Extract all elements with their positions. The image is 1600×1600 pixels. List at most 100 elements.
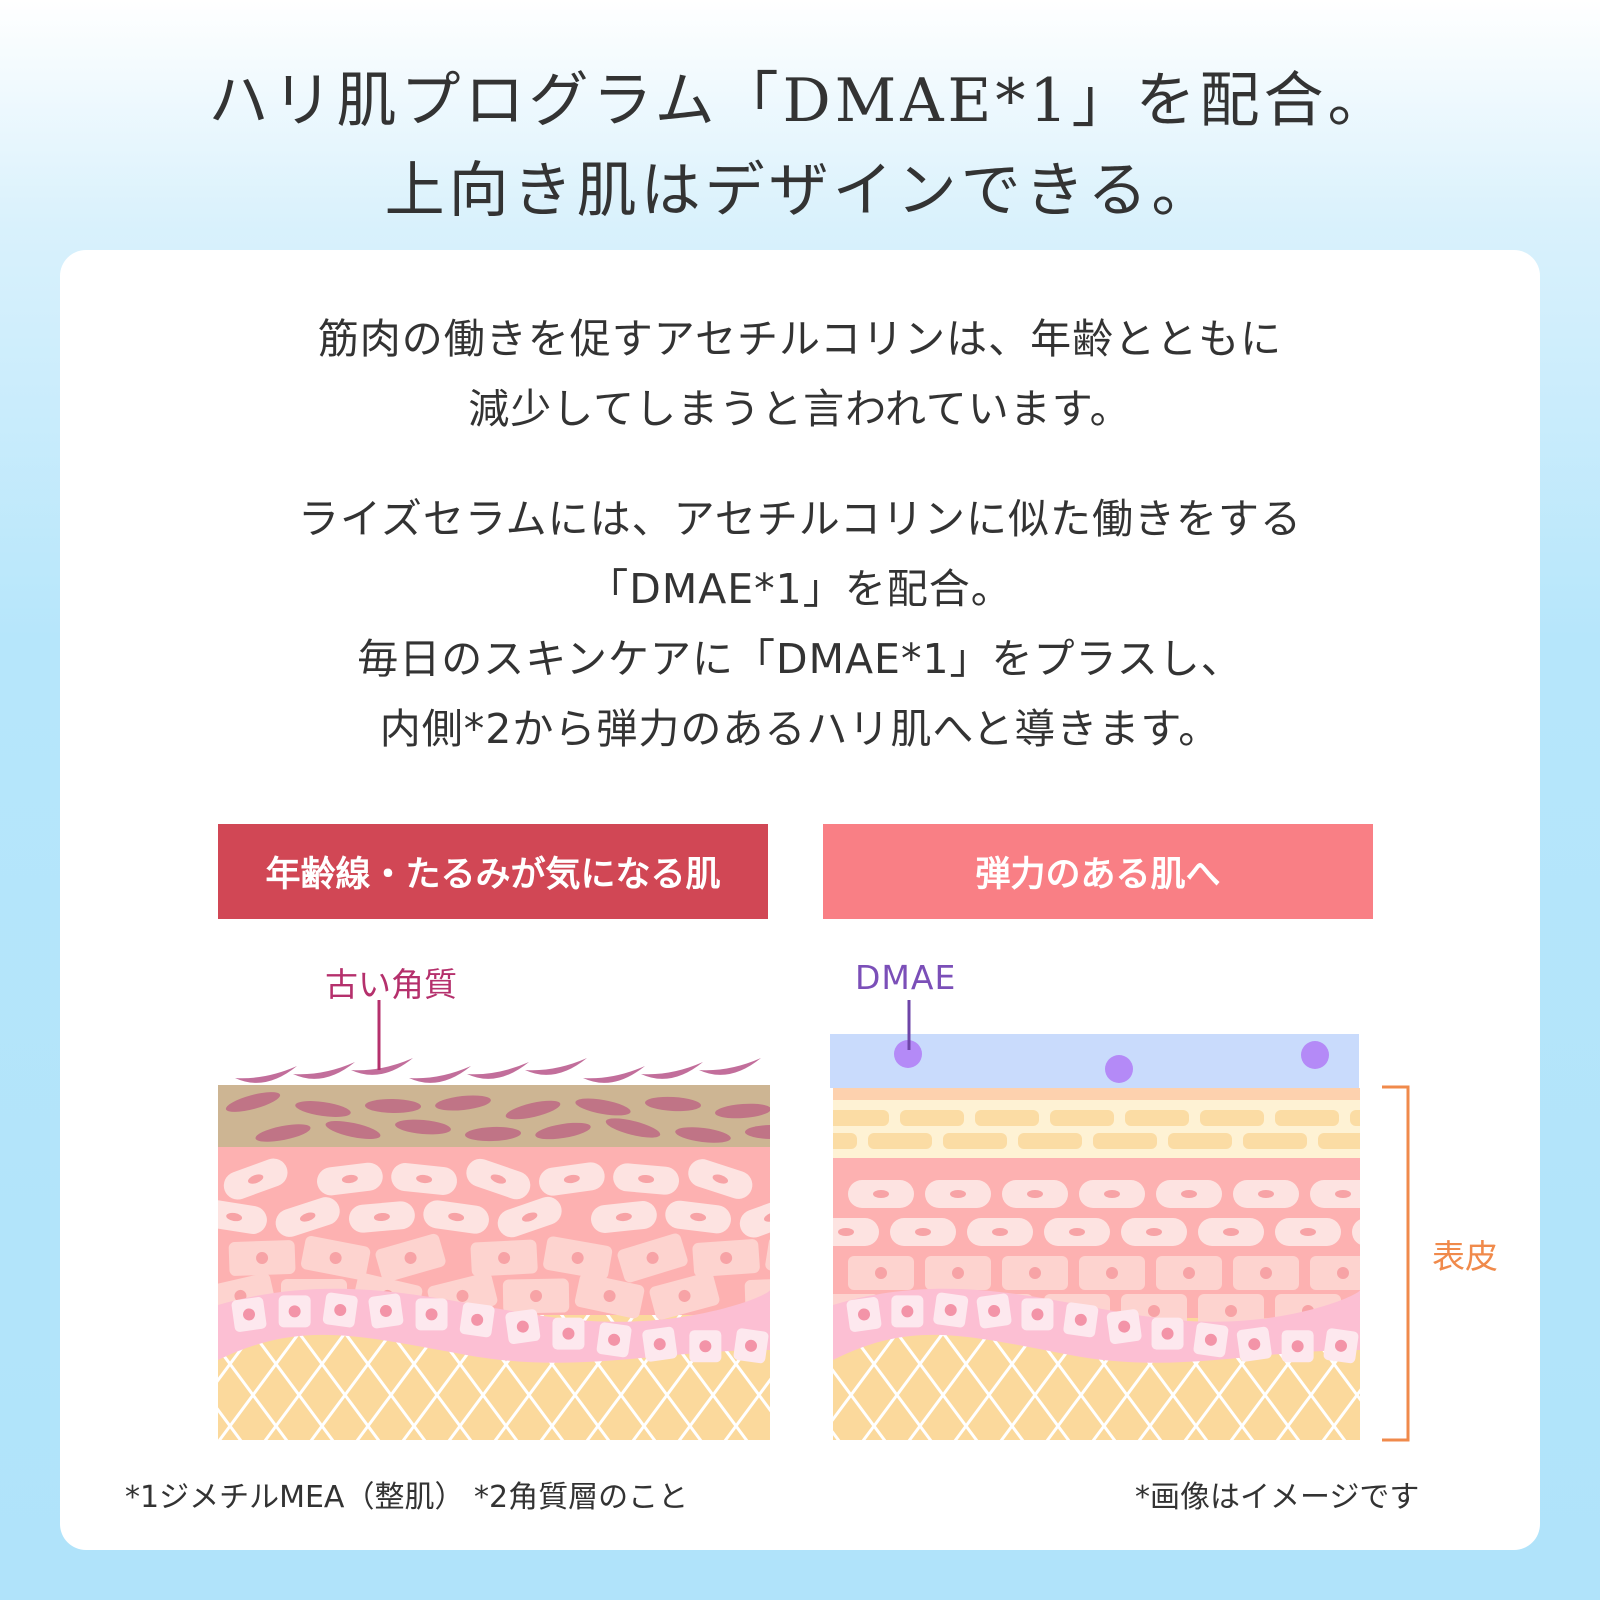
basal-cell-nucleus [901,1305,914,1318]
cell-nucleus [1148,1305,1160,1317]
keratin-flake [395,1119,451,1135]
skin-cell [391,1163,458,1195]
basal-cell-nucleus [1335,1339,1347,1352]
cell-nucleus [875,1267,887,1279]
basal-cell [933,1292,969,1328]
basal-cell [505,1309,541,1345]
basal-cell-nucleus [425,1308,438,1321]
skin-cell [848,1256,914,1290]
epidermis-bracket [1382,1085,1410,1442]
basal-cell [689,1330,722,1363]
granular-cell [900,1110,964,1126]
basal-cell [1106,1309,1142,1345]
basal-cell [976,1293,1012,1329]
granular-layer [833,1100,1360,1158]
basal-cell [322,1292,358,1328]
cell-nucleus [498,1251,511,1264]
cell-nucleus [1414,1267,1426,1279]
skin-cell [1121,1218,1187,1246]
body-text: 筋肉の働きを促すアセチルコリンは、年齢とともに [317,315,1283,363]
granular-top [833,1088,1360,1100]
skin-cell [1156,1180,1222,1208]
basal-cell-nucleus [516,1320,529,1333]
basal-cell-nucleus [334,1304,347,1317]
basal-cell [891,1295,924,1328]
basal-cell-nucleus [745,1339,757,1352]
cell-nucleus [712,1174,729,1184]
basal-cell-nucleus [562,1327,575,1340]
cell-nucleus [950,1190,966,1198]
basal-cell-nucleus [988,1304,1001,1317]
basal-cell [368,1293,404,1329]
skin-cell [613,1163,680,1195]
cell-nucleus [329,1251,342,1264]
cell-nucleus [571,1251,584,1264]
cell-nucleus [603,1289,616,1302]
granular-cell [1125,1110,1189,1126]
granular-cell [1093,1133,1157,1149]
skin-cell [967,1218,1033,1246]
cell-nucleus [838,1228,854,1236]
cell-nucleus [373,1212,390,1222]
cell-nucleus [226,1212,243,1222]
cell-nucleus [530,1289,543,1302]
cell-nucleus [720,1251,733,1264]
skin-cell [1275,1218,1341,1246]
aging-skin [218,1085,807,1440]
cell-nucleus [638,1174,655,1184]
keratin-flake [535,1122,591,1140]
granular-cell [1200,1110,1264,1126]
skin-cell [1233,1256,1299,1290]
body-text: 毎日のスキンケアに「DMAE*1」をプラスし、 [357,635,1243,683]
skin-cell [739,1196,770,1238]
cell-nucleus [793,1251,807,1265]
cell-nucleus [1146,1228,1162,1236]
basal-cell [1281,1330,1314,1363]
cell-nucleus [248,1174,264,1184]
cell-nucleus [256,1251,269,1264]
keratin-flake [575,1098,631,1116]
skin-cell [1310,1180,1360,1208]
basal-cell-nucleus [858,1308,870,1321]
old-keratin-scale [293,1062,355,1079]
basal-cell [231,1297,267,1332]
old-keratin-scale [351,1058,413,1075]
keratin-flake [225,1092,281,1112]
cell-nucleus [1225,1305,1237,1317]
skin-cell [466,1158,531,1200]
skin-cell [1002,1180,1068,1208]
keratin-flake [465,1126,521,1142]
basal-cell-nucleus [1161,1327,1174,1340]
keratin-flake [645,1096,701,1112]
body-text: 減少してしまうと言われています。 [468,385,1132,433]
epidermis-label: 表皮 [1432,1237,1498,1276]
basal-cell-nucleus [288,1305,301,1318]
skin-cell [1079,1256,1145,1290]
skin-cell [1387,1180,1453,1208]
skin-cell [1198,1218,1264,1246]
basal-cell [552,1317,585,1350]
cell-nucleus [1223,1228,1239,1236]
skin-cell [1002,1256,1068,1290]
dmae-molecule [1105,1055,1133,1083]
old-keratin-scale [699,1058,761,1075]
old-keratin-scale [641,1062,703,1079]
skin-cell [574,1273,645,1319]
skin-cell [848,1180,914,1208]
granular-cell [833,1133,857,1149]
cell-nucleus [952,1267,964,1279]
granular-cell [975,1110,1039,1126]
keratin-flake [745,1125,770,1139]
granular-cell [943,1133,1007,1149]
basal-cell [1063,1302,1099,1338]
cell-nucleus [404,1251,417,1264]
skin-cell [1044,1218,1110,1246]
skin-cell [218,1200,267,1234]
cell-body [1387,1180,1453,1208]
skin-cell [649,1272,720,1320]
keratin-flake [605,1118,661,1138]
cell-nucleus [1104,1190,1120,1198]
cell-nucleus [456,1289,469,1302]
headline-line-1: ハリ肌プログラム「DMAE*1」を配合。 [208,66,1392,136]
